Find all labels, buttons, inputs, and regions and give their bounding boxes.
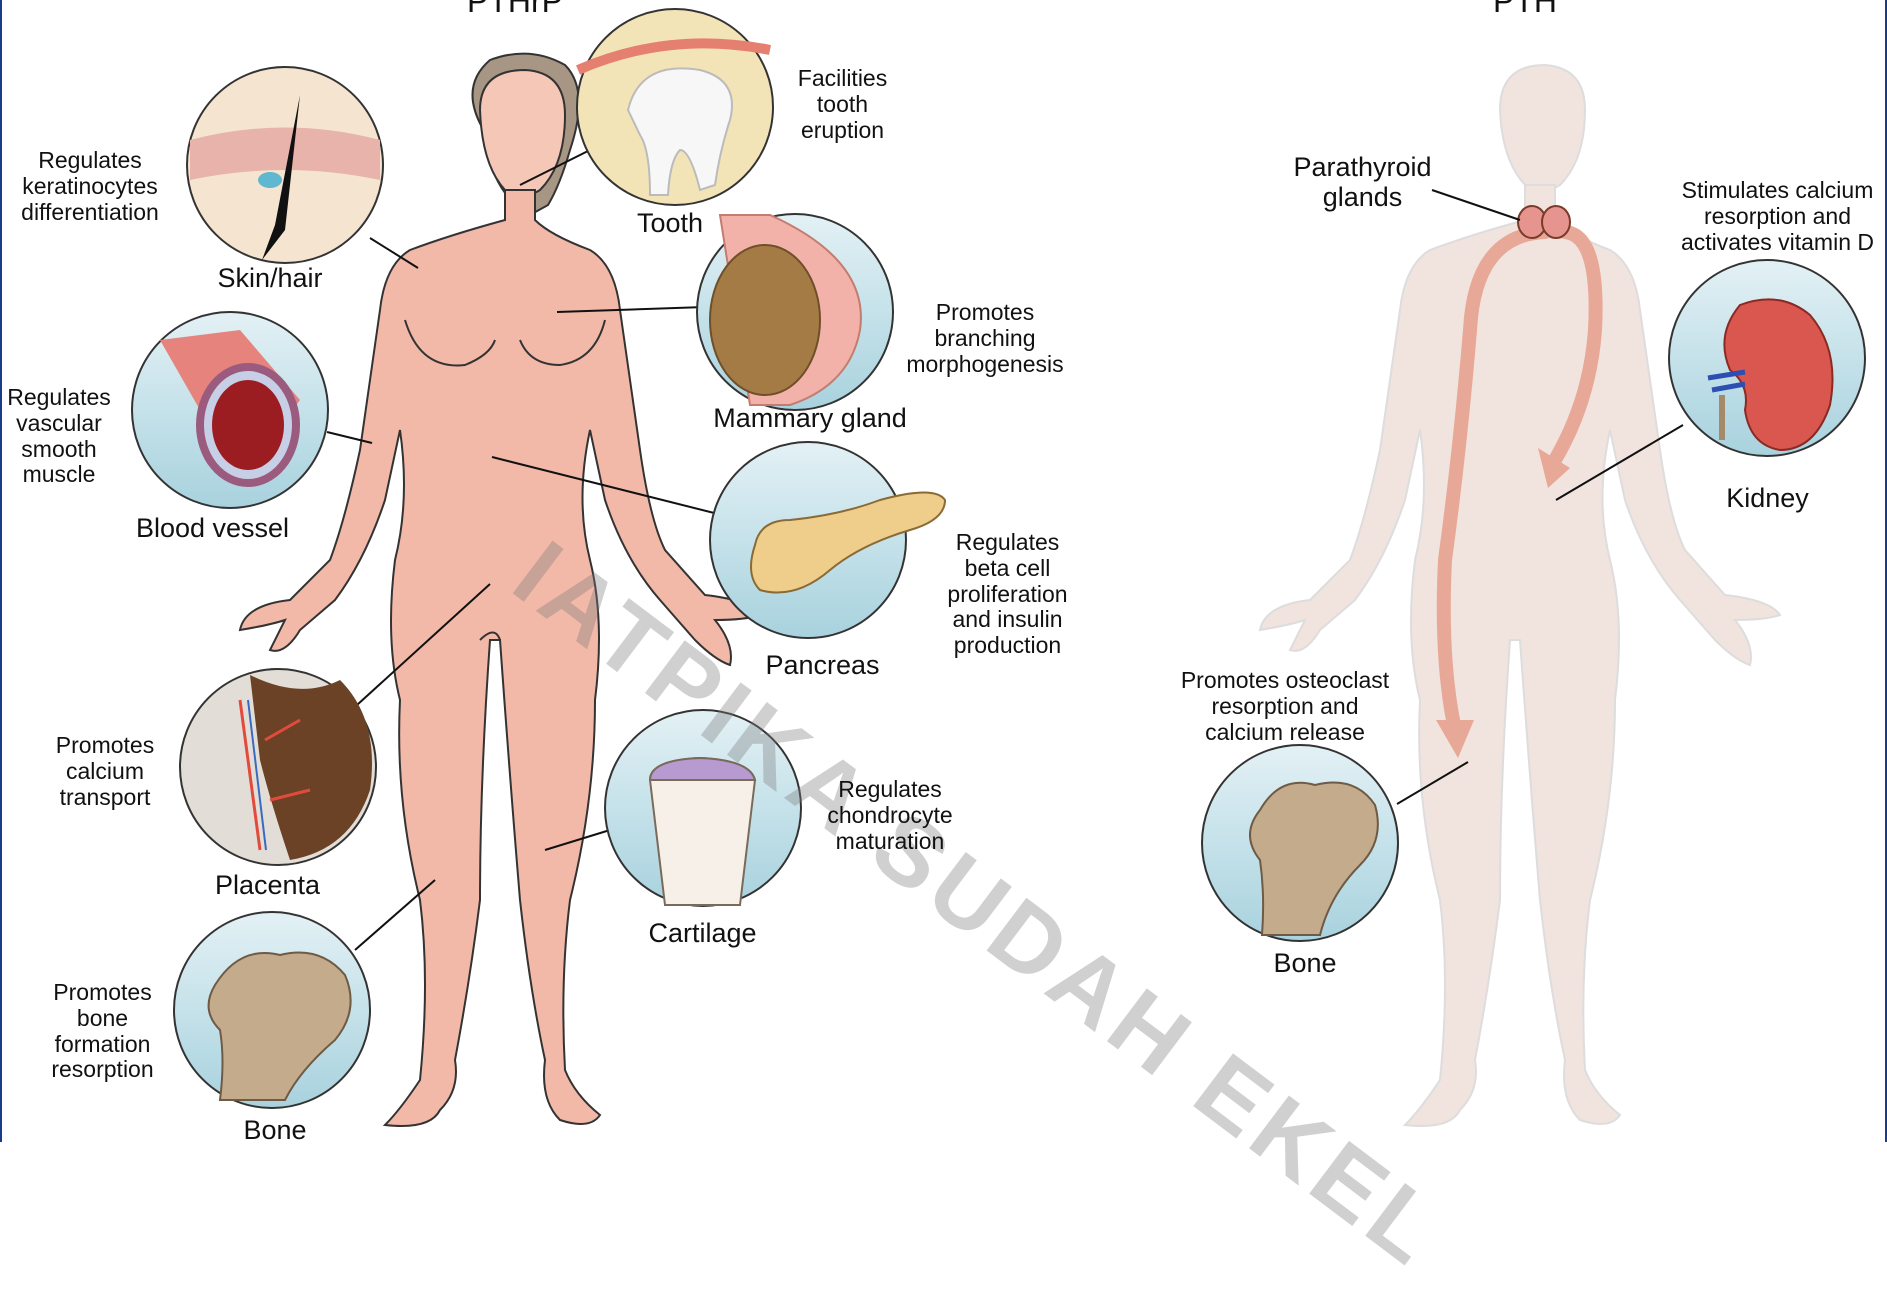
placenta-label: Placenta (200, 870, 335, 900)
bone-left-label: Bone (225, 1115, 325, 1145)
pancreas-label: Pancreas (750, 650, 895, 680)
title-pthrp: PTHrP (445, 0, 585, 20)
blood-vessel-label: Blood vessel (120, 513, 305, 543)
mammary-gland-label: Mammary gland (695, 403, 925, 433)
blood-vessel-circle (132, 312, 328, 508)
mammary-gland-circle (697, 214, 893, 410)
cartilage-circle (605, 710, 801, 906)
bone-left-description: Promotes bone formation resorption (30, 980, 175, 1083)
kidney-circle (1669, 260, 1865, 456)
bone-right-description: Promotes osteoclast resorption and calci… (1160, 668, 1410, 745)
bone-circle-right (1202, 745, 1398, 941)
skin-hair-label: Skin/hair (200, 263, 340, 293)
bone-circle-left (174, 912, 370, 1108)
title-pth: PTH (1465, 0, 1585, 20)
placenta-circle (180, 669, 376, 865)
kidney-label: Kidney (1710, 483, 1825, 513)
kidney-description: Stimulates calcium resorption and activa… (1665, 178, 1887, 255)
skin-hair-circle (187, 67, 383, 263)
tooth-description: Facilities tooth eruption (770, 66, 915, 143)
blood-vessel-description: Regulates vascular smooth muscle (0, 385, 118, 488)
pancreas-description: Regulates beta cell proliferation and in… (930, 530, 1085, 659)
pancreas-circle (710, 442, 945, 638)
tooth-label: Tooth (610, 208, 730, 238)
tooth-circle (577, 9, 773, 205)
cartilage-description: Regulates chondrocyte maturation (810, 777, 970, 854)
bone-right-label: Bone (1255, 948, 1355, 978)
mammary-gland-description: Promotes branching morphogenesis (890, 300, 1080, 377)
placenta-description: Promotes calcium transport (40, 733, 170, 810)
cartilage-label: Cartilage (630, 918, 775, 948)
parathyroid-glands-label: Parathyroid glands (1275, 152, 1450, 212)
skin-hair-description: Regulates keratinocytes differentiation (0, 148, 180, 225)
